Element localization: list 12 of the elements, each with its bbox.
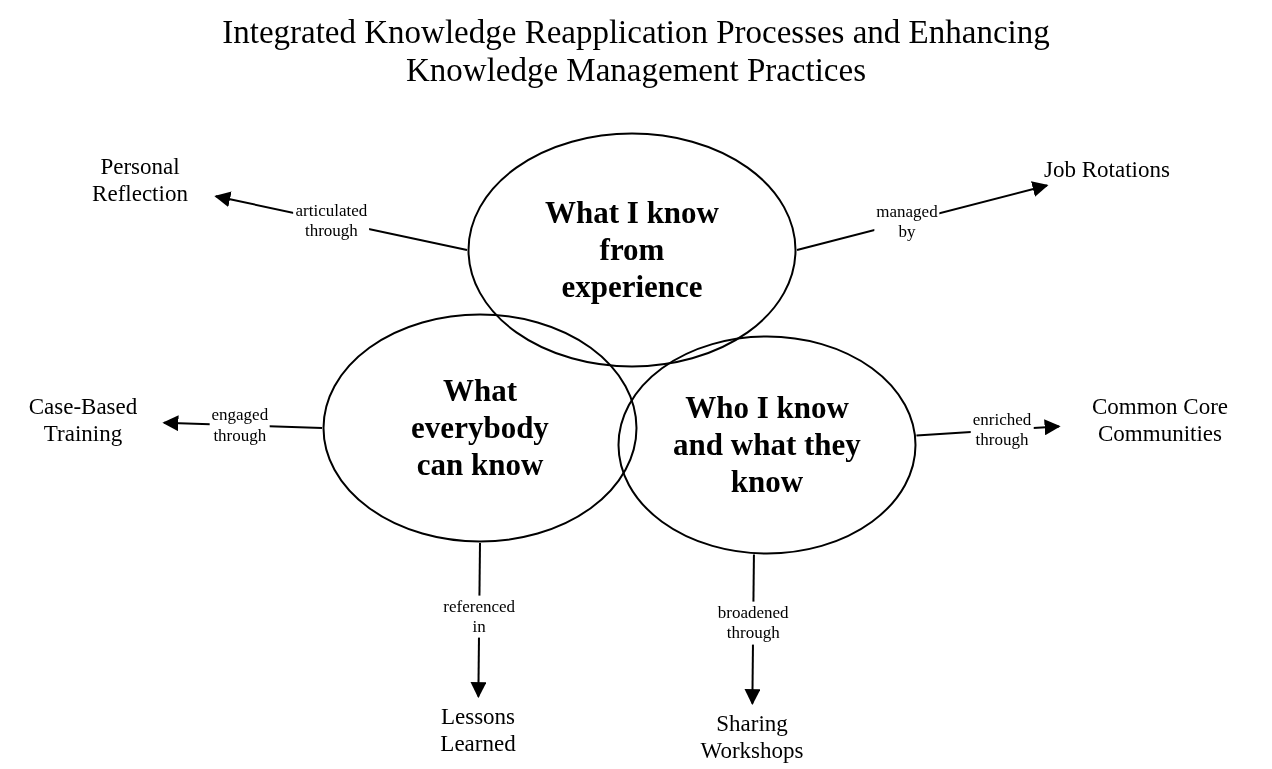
edge-label: referenced in	[441, 595, 518, 639]
node-label: What everybody can know	[410, 372, 550, 484]
node-label: Personal Reflection	[70, 152, 210, 208]
node-label: Job Rotations	[1012, 156, 1202, 184]
node-label: Case-Based Training	[8, 392, 158, 448]
node-label: Common Core Communities	[1065, 392, 1255, 448]
node-label: What I know from experience	[544, 194, 720, 306]
edge-label: broadened through	[715, 601, 791, 645]
node-label: Lessons Learned	[413, 702, 543, 758]
node-label: Sharing Workshops	[682, 709, 822, 765]
diagram-title: Integrated Knowledge Reapplication Processes and Enhancing Knowledge Management Practices	[221, 14, 1051, 90]
node-label: Who I know and what they know	[672, 389, 862, 501]
